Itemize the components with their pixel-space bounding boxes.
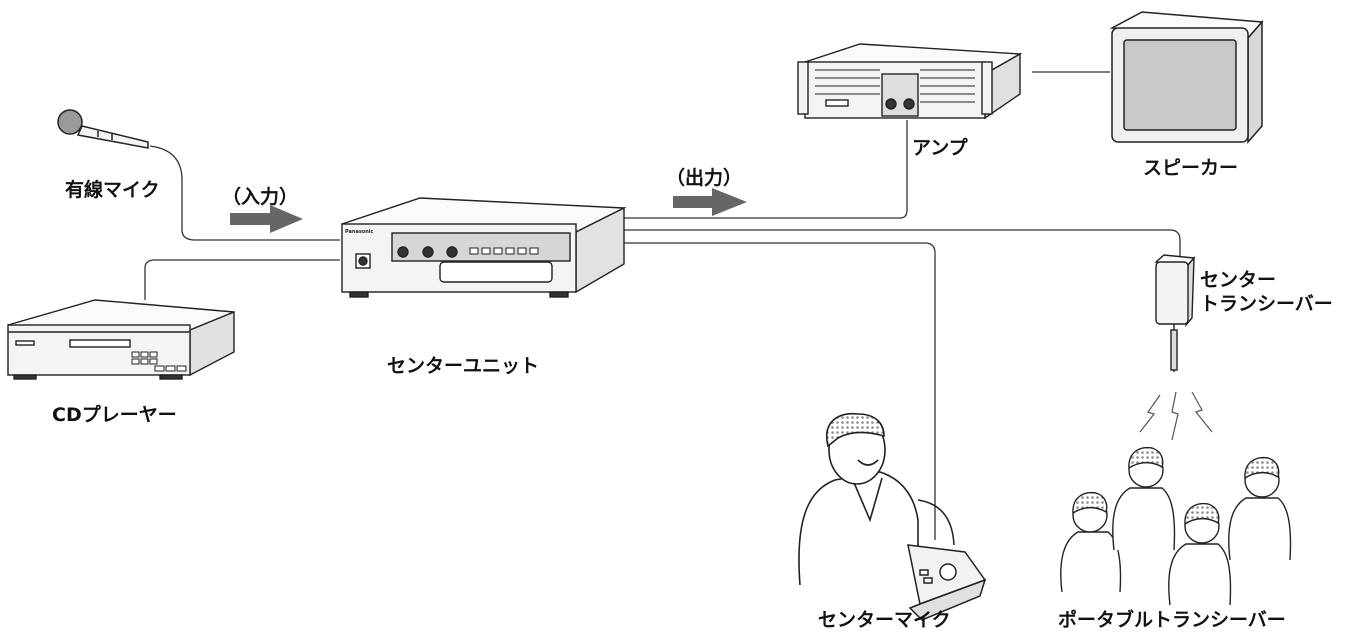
portable-transceiver-label: ポータブルトランシーバー [1058, 609, 1286, 631]
center-transceiver-label-line1: センター [1200, 269, 1277, 291]
center-transceiver-icon [1154, 254, 1196, 372]
person-4 [1168, 502, 1232, 606]
center-transceiver-label-line2: トランシーバー [1200, 293, 1333, 315]
center-mic-cable [622, 242, 936, 540]
cd-cable [144, 259, 340, 300]
speaker-label: スピーカー [1143, 157, 1239, 179]
transceiver-cable [622, 229, 1181, 256]
amp-label: アンプ [912, 137, 968, 159]
portable-transceiver-people-icon [1060, 446, 1292, 606]
center-mic-icon [907, 499, 987, 621]
amp-cable [622, 120, 908, 219]
cd-player-label: CDプレーヤー [52, 404, 177, 426]
cd-player-icon [7, 299, 235, 380]
center-mic-person-icon [798, 413, 919, 586]
output-arrow [673, 188, 747, 216]
person-3 [1228, 456, 1292, 561]
output-label: （出力） [666, 167, 743, 189]
radio-waves [1139, 391, 1213, 441]
mic-cable [149, 145, 340, 241]
input-label: （入力） [222, 186, 299, 208]
center-mic-label: センターマイク [818, 609, 951, 631]
input-arrow [230, 205, 303, 233]
wired-mic-icon [57, 109, 149, 149]
amp-icon [797, 43, 1023, 120]
center-unit-brand: Panasonic [345, 229, 374, 235]
person-2 [1112, 446, 1176, 551]
center-transceiver-label: センター トランシーバー [1200, 268, 1350, 316]
speaker-icon [1109, 11, 1264, 144]
connection-lines [144, 71, 1181, 540]
wired-mic-label: 有線マイク [65, 179, 160, 201]
center-unit-label: センターユニット [387, 355, 540, 377]
center-unit-icon [341, 197, 627, 298]
person-1 [1060, 491, 1122, 593]
